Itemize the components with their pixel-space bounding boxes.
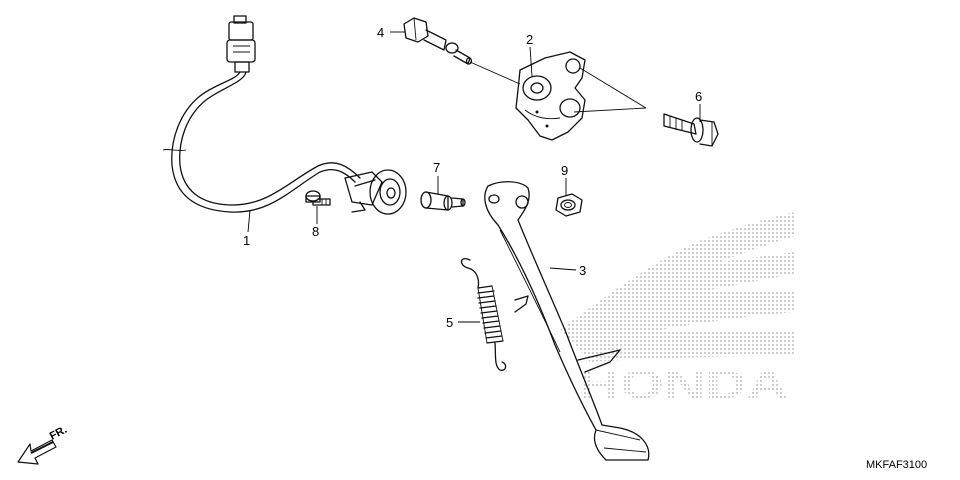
part-5-spring [460,258,507,371]
part-7-pin [420,191,466,211]
part-1-side-stand-switch-harness [162,15,407,215]
honda-wing-watermark: HONDA [560,212,795,407]
callout-6: 6 [695,89,702,104]
callout-8: 8 [312,224,319,239]
callout-5: 5 [446,315,453,330]
part-2-pivot-bracket [515,51,586,141]
callout-9: 9 [561,163,568,178]
callout-4: 4 [377,25,384,40]
callout-7: 7 [433,160,440,175]
part-8-bolt [305,190,331,206]
leader-lines [247,31,701,323]
part-9-nut [555,193,583,217]
part-6-flange-bolt [663,113,719,147]
part-4-long-bolt [403,17,473,65]
part-3-side-stand [484,181,650,461]
callout-2: 2 [526,32,533,47]
front-direction-arrow: FR. [17,424,69,465]
front-direction-label: FR. [48,424,69,443]
callout-1: 1 [243,233,250,248]
callout-3: 3 [579,263,586,278]
diagram-code: MKFAF3100 [866,459,927,471]
honda-watermark-text: HONDA [578,363,788,407]
